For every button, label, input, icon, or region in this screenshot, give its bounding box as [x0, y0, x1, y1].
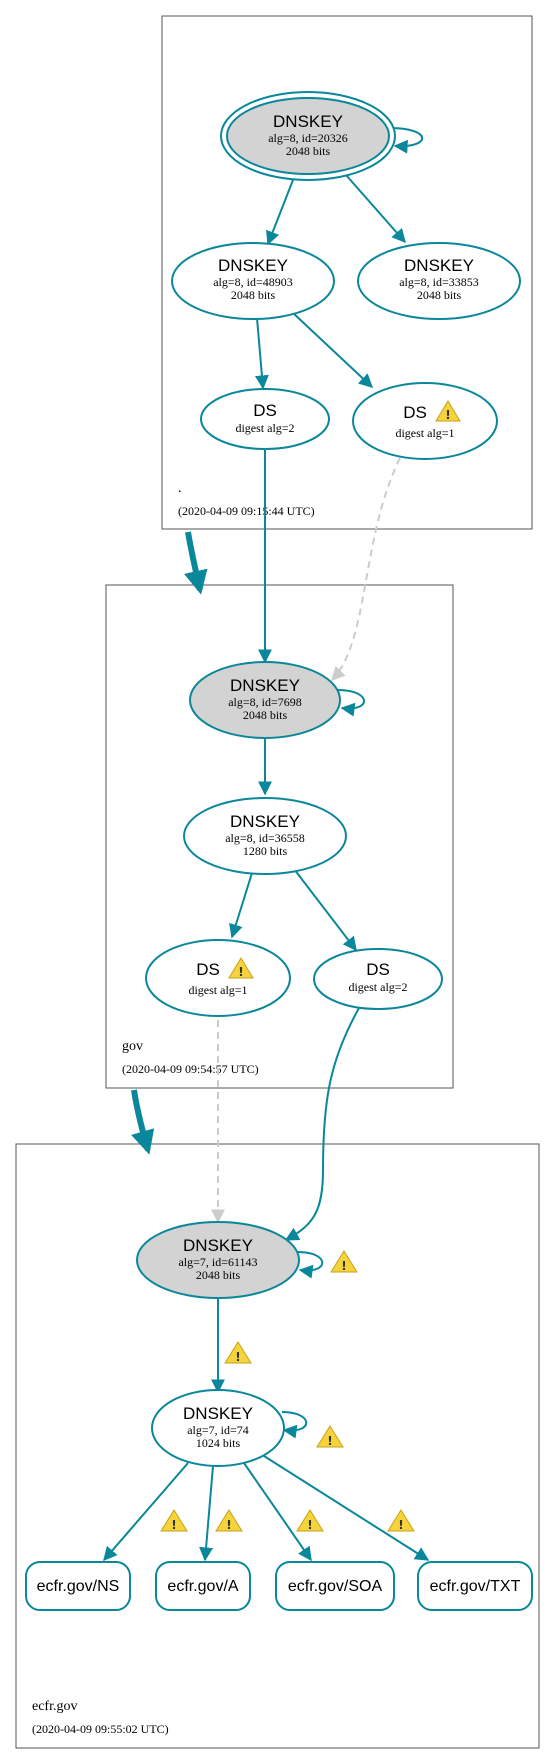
node-detail: alg=8, id=7698 [228, 695, 302, 709]
node-detail: digest alg=2 [348, 980, 407, 994]
warning-icon: ! [435, 400, 461, 422]
node-size: 2048 bits [417, 288, 462, 302]
zone-timestamp-ecfr: (2020-04-09 09:55:02 UTC) [32, 1722, 169, 1736]
node-detail: alg=8, id=36558 [225, 831, 305, 845]
node-detail: alg=7, id=61143 [178, 1255, 257, 1269]
node-title: DNSKEY [230, 676, 300, 695]
rrset-label: ecfr.gov/TXT [430, 1578, 521, 1595]
edge-ecfr-zsk-to-soa [243, 1462, 312, 1562]
zone-timestamp-gov: (2020-04-09 09:54:57 UTC) [122, 1062, 259, 1076]
rrset-label: ecfr.gov/SOA [288, 1578, 383, 1595]
delegation-gov-to-ecfr [131, 1089, 155, 1155]
rrset-label: ecfr.gov/A [167, 1578, 238, 1595]
rrset-a[interactable]: ecfr.gov/A [155, 1561, 251, 1611]
node-title: DNSKEY [273, 112, 343, 131]
warning-icon: ! [387, 1509, 415, 1532]
node-title: DS [253, 401, 277, 420]
node-root-ksk[interactable]: DNSKEY alg=8, id=20326 2048 bits [220, 91, 396, 181]
rrset-soa[interactable]: ecfr.gov/SOA [275, 1561, 395, 1611]
node-title: DNSKEY [230, 812, 300, 831]
svg-text:!: ! [307, 1518, 312, 1532]
node-gov-ksk[interactable]: DNSKEY alg=8, id=7698 2048 bits [189, 661, 341, 739]
node-size: 2048 bits [231, 288, 276, 302]
edge-root-ksk-to-zsk2 [345, 174, 406, 244]
node-title: DNSKEY [183, 1236, 253, 1255]
node-size: 1024 bits [196, 1436, 241, 1450]
svg-text:!: ! [226, 1518, 231, 1532]
edge-root-ksk-to-zsk1 [266, 179, 294, 246]
edge-gov-ksk-self [337, 689, 365, 717]
zone-name-gov: gov [122, 1039, 143, 1054]
warning-icon: ! [215, 1509, 243, 1532]
zone-timestamp-root: (2020-04-09 09:15:44 UTC) [178, 504, 315, 518]
edge-root-ksk-self [389, 127, 424, 154]
edge-root-zsk1-to-ds1 [292, 312, 374, 388]
edge-gov-zsk-to-ds1 [229, 872, 253, 939]
rrset-label: ecfr.gov/NS [37, 1578, 120, 1595]
node-root-zsk-48903[interactable]: DNSKEY alg=8, id=48903 2048 bits [171, 242, 335, 320]
warning-icon: ! [330, 1250, 358, 1273]
node-ecfr-ksk[interactable]: DNSKEY alg=7, id=61143 2048 bits [136, 1221, 300, 1299]
node-title: DS [403, 403, 427, 422]
svg-text:!: ! [235, 1350, 240, 1364]
zone-name-ecfr: ecfr.gov [32, 1699, 77, 1714]
svg-text:!: ! [341, 1259, 346, 1273]
svg-text:!: ! [327, 1434, 332, 1448]
rrset-txt[interactable]: ecfr.gov/TXT [417, 1561, 533, 1611]
node-size: 2048 bits [286, 144, 331, 158]
node-root-zsk-33853[interactable]: DNSKEY alg=8, id=33853 2048 bits [357, 242, 521, 320]
node-size: 2048 bits [196, 1268, 241, 1282]
edge-gov-zsk-to-ds2 [293, 868, 357, 952]
node-size: 1280 bits [243, 844, 288, 858]
warning-icon: ! [296, 1509, 324, 1532]
svg-text:!: ! [445, 408, 450, 422]
node-size: 2048 bits [243, 708, 288, 722]
warning-icon: ! [316, 1425, 344, 1448]
rrset-ns[interactable]: ecfr.gov/NS [25, 1561, 131, 1611]
node-detail: alg=8, id=33853 [399, 275, 479, 289]
node-gov-ds-alg2[interactable]: DS digest alg=2 [313, 948, 443, 1010]
node-root-ds-alg1[interactable]: DS ! digest alg=1 [352, 382, 498, 460]
edge-root-zsk1-to-ds2 [254, 317, 269, 390]
node-detail: digest alg=1 [395, 426, 454, 440]
node-detail: digest alg=1 [188, 983, 247, 997]
svg-text:!: ! [238, 965, 243, 979]
node-detail: alg=8, id=20326 [268, 131, 348, 145]
node-detail: alg=7, id=74 [187, 1423, 249, 1437]
zone-name-root: . [178, 481, 182, 496]
svg-text:!: ! [398, 1518, 403, 1532]
node-root-ds-alg2[interactable]: DS digest alg=2 [200, 388, 330, 450]
delegation-root-to-gov [184, 531, 208, 595]
node-title: DS [366, 960, 390, 979]
node-gov-ds-alg1[interactable]: DS ! digest alg=1 [145, 939, 291, 1017]
node-gov-zsk[interactable]: DNSKEY alg=8, id=36558 1280 bits [183, 797, 347, 875]
edge-ecfr-zsk-self [281, 1411, 308, 1439]
svg-text:!: ! [171, 1518, 176, 1532]
node-title: DNSKEY [218, 256, 288, 275]
node-title: DNSKEY [404, 256, 474, 275]
edge-gov-ds2-to-ecfr-ksk [284, 1007, 360, 1241]
warning-icon: ! [160, 1509, 188, 1532]
edge-ecfr-zsk-to-txt [263, 1455, 430, 1561]
edge-ecfr-zsk-to-a [199, 1465, 214, 1562]
edge-ecfr-zsk-to-ns [103, 1462, 189, 1562]
node-title: DNSKEY [183, 1404, 253, 1423]
node-detail: digest alg=2 [235, 421, 294, 435]
node-ecfr-zsk[interactable]: DNSKEY alg=7, id=74 1024 bits [151, 1389, 285, 1467]
warning-icon: ! [224, 1341, 252, 1364]
warning-icon: ! [228, 957, 254, 979]
node-detail: alg=8, id=48903 [213, 275, 293, 289]
node-title: DS [196, 960, 220, 979]
edge-ecfr-ksk-self [297, 1251, 324, 1279]
